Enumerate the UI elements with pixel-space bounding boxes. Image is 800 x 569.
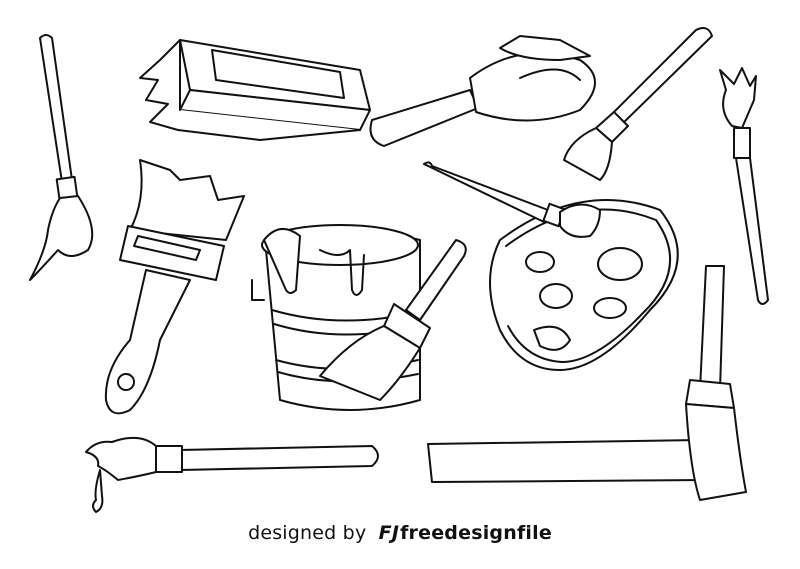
- palette-brush: [423, 161, 601, 238]
- dripping-brush: [85, 436, 379, 513]
- bucket-brush: [319, 239, 467, 401]
- hair-brush: [369, 35, 596, 147]
- credit-brand: freedesignfile: [400, 522, 552, 544]
- flat-paintbrush: [104, 159, 245, 415]
- palette: [489, 199, 679, 371]
- fan-brush: [563, 27, 713, 181]
- credit-prefix: designed by: [248, 522, 367, 544]
- credit-line: designed by FJfreedesignfile: [0, 522, 800, 544]
- thin-brush-top-left: [29, 34, 94, 281]
- wall-brush-bent: [427, 265, 747, 501]
- round-brush-right: [719, 67, 769, 305]
- scrub-brush: [139, 39, 371, 141]
- freedesignfile-logo-icon: FJ: [378, 522, 400, 544]
